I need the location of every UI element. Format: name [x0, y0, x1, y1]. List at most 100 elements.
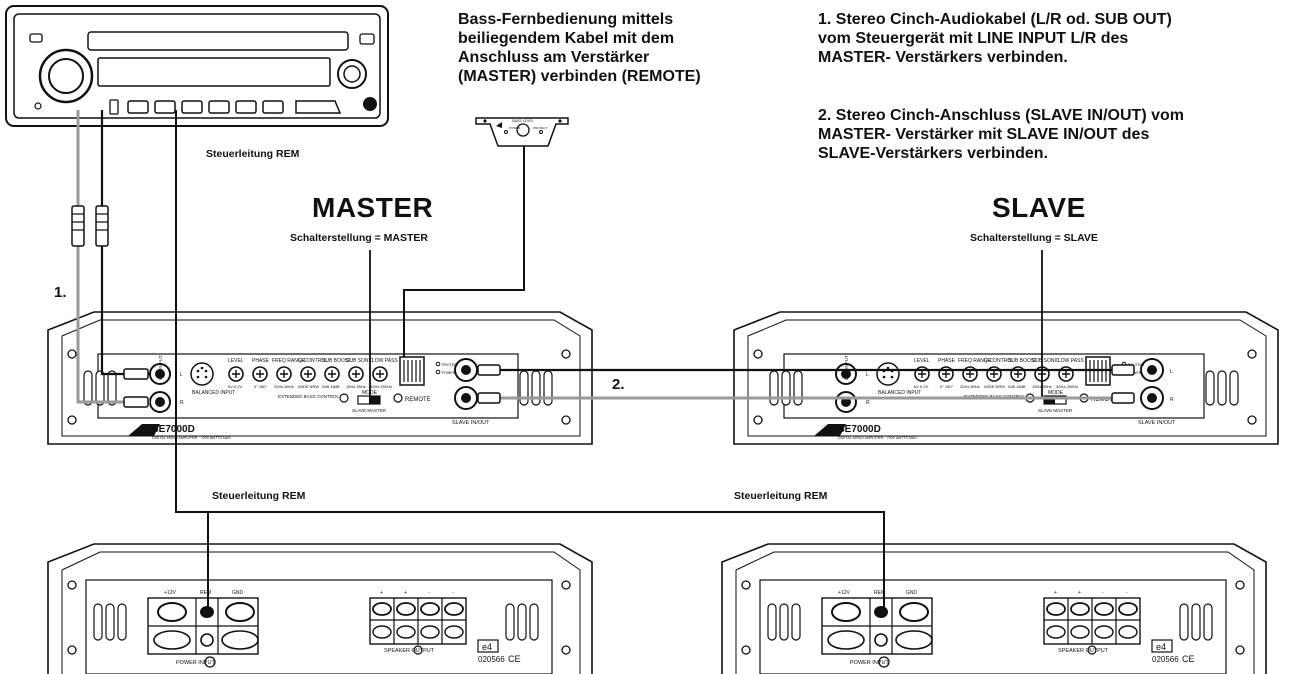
slave-amplifier-panel: [733, 311, 1279, 445]
remote-label: REMOTE: [405, 397, 431, 403]
protect-label: PROTECT: [442, 363, 460, 367]
rca-plug-icon: [71, 205, 109, 247]
step1-line-2: vom Steuergerät mit LINE INPUT L/R des: [818, 30, 1129, 47]
slave-inout-label: SLAVE IN/OUT: [452, 420, 490, 426]
master-switch-label: Schalterstellung = MASTER: [290, 232, 428, 244]
terminal-gnd-label: GND: [232, 590, 244, 596]
knob-q-title: Q-CONTROL: [298, 358, 328, 364]
knob-phase-range: 0° 180°: [254, 384, 268, 389]
knob-q-title: Q-CONTROL: [984, 358, 1014, 364]
mode-options-label: SLAVE MASTER: [352, 408, 387, 413]
knob-lowpass-title: LOW PASS: [1058, 358, 1084, 364]
cert-number: 020566: [478, 655, 505, 664]
balanced-input-label: BALANCED INPUT: [878, 390, 921, 396]
step2-line-2: MASTER- Verstärker mit SLAVE IN/OUT des: [818, 126, 1150, 143]
step2-line-1: 2. Stereo Cinch-Anschluss (SLAVE IN/OUT)…: [818, 107, 1184, 124]
knob-level-range: 6V 0.2V: [914, 384, 929, 389]
rca-plug-master-in-icon: [123, 368, 149, 408]
knob-level-title: LEVEL: [228, 358, 244, 364]
model-subtitle: DIGITAL MONO AMPLIFIER · 7000 WATTS MAX.: [838, 436, 918, 440]
knob-lowpass-range: 30Hz 250Hz: [1056, 384, 1078, 389]
protect-label: PROTECT: [1128, 363, 1146, 367]
power-input-label: POWER INPUT: [850, 660, 889, 666]
knob-q-range: WIDE NRW: [984, 384, 1005, 389]
line-input-label: LINE INPUT: [158, 355, 163, 380]
model-subtitle: DIGITAL MONO AMPLIFIER · 7000 WATTS MAX.: [152, 436, 232, 440]
remote-protect-label: PROTECT: [533, 126, 548, 130]
channel-r-label: R: [180, 400, 184, 406]
knob-phase-title: PHASE: [938, 358, 956, 364]
remote-cable-note: Bass-Fernbedienung mittels beiliegendem …: [458, 10, 701, 86]
speaker-sign-1: +: [380, 590, 383, 596]
remote-label: REMOTE: [1091, 397, 1117, 403]
slave-l-label: L: [1170, 369, 1173, 375]
preset-buttons: [127, 100, 342, 114]
speaker-sign-1: +: [1054, 590, 1057, 596]
speaker-sign-2: +: [404, 590, 407, 596]
knob-boost-range: 0dB 18dB: [322, 384, 340, 389]
mode-label: MODE: [1048, 390, 1064, 396]
mode-options-label: SLAVE MASTER: [1038, 408, 1073, 413]
terminal-gnd-label: GND: [906, 590, 918, 596]
knob-subsonic-range: 15Hz 55Hz: [346, 384, 366, 389]
step-2-note: 2. Stereo Cinch-Anschluss (SLAVE IN/OUT)…: [818, 106, 1184, 163]
speaker-output-label: SPEAKER OUTPUT: [1058, 648, 1109, 654]
master-title: MASTER: [312, 192, 434, 223]
model-logo: SE7000D: [152, 424, 195, 435]
speaker-sign-3: -: [1102, 590, 1104, 596]
extended-bass-label: EXTENDED BASS CONTROL: [278, 394, 340, 399]
slave-power-texts: +12V REM GND POWER INPUT + + - - SPEAKER…: [838, 590, 1195, 666]
speaker-sign-3: -: [428, 590, 430, 596]
speaker-sign-2: +: [1078, 590, 1081, 596]
remote-power-label: POWER: [509, 126, 521, 130]
master-panel-texts: LINE INPUT BALANCED INPUT LEVEL PHASE FR…: [152, 355, 490, 440]
rem-label-top: Steuerleitung REM: [206, 148, 300, 160]
remote-unit-label: BASS LEVEL: [512, 119, 533, 123]
power-led-label: POWER: [1128, 371, 1142, 375]
rca-plug-slave-link-icon: [477, 364, 1135, 404]
ce-mark-icon: CE: [508, 654, 521, 664]
rem-label-right: Steuerleitung REM: [734, 490, 828, 502]
knob-freq-range: 20Hz 80Hz: [960, 384, 980, 389]
knob-freq-title: FREQ RANGE: [958, 358, 992, 364]
knob-freq-range: 20Hz 80Hz: [274, 384, 294, 389]
power-led-label: POWER: [442, 371, 456, 375]
cert-mark-icon: e4: [482, 642, 492, 652]
remote-note-line-1: Bass-Fernbedienung mittels: [458, 11, 674, 28]
speaker-output-label: SPEAKER OUTPUT: [384, 648, 435, 654]
marker-step-1: 1.: [54, 284, 67, 301]
head-unit: [5, 5, 389, 127]
knob-lowpass-range: 30Hz 250Hz: [370, 384, 392, 389]
knob-lowpass-title: LOW PASS: [372, 358, 398, 364]
slave-title: SLAVE: [992, 192, 1086, 223]
slave-inout-label: SLAVE IN/OUT: [1138, 420, 1176, 426]
rem-label-left: Steuerleitung REM: [212, 490, 306, 502]
line-input-label: LINE INPUT: [844, 355, 849, 380]
knob-freq-title: FREQ RANGE: [272, 358, 306, 364]
master-amplifier-panel: [47, 311, 593, 445]
knob-q-range: WIDE NRW: [298, 384, 319, 389]
remote-note-line-3: Anschluss am Verstärker: [458, 49, 650, 66]
balanced-input-label: BALANCED INPUT: [192, 390, 235, 396]
knob-boost-title: SUB BOOST: [322, 358, 351, 364]
remote-note-line-4: (MASTER) verbinden (REMOTE): [458, 68, 701, 85]
cert-mark-icon: e4: [1156, 642, 1166, 652]
slave-power-panel: [721, 543, 1267, 674]
ce-mark-icon: CE: [1182, 654, 1195, 664]
remote-note-line-2: beiliegendem Kabel mit dem: [458, 30, 675, 47]
step2-line-3: SLAVE-Verstärkers verbinden.: [818, 145, 1049, 162]
model-logo: SE7000D: [838, 424, 881, 435]
master-power-texts: +12V REM GND POWER INPUT + + - - SPEAKER…: [164, 590, 521, 666]
channel-l-label: L: [180, 372, 183, 378]
master-power-panel: [47, 543, 593, 674]
knob-phase-range: 0° 180°: [940, 384, 954, 389]
power-input-label: POWER INPUT: [176, 660, 215, 666]
speaker-sign-4: -: [1126, 590, 1128, 596]
knob-phase-title: PHASE: [252, 358, 270, 364]
knob-boost-title: SUB BOOST: [1008, 358, 1037, 364]
knob-level-range: 6V 0.2V: [228, 384, 243, 389]
marker-step-2: 2.: [612, 376, 625, 393]
speaker-sign-4: -: [452, 590, 454, 596]
cert-number: 020566: [1152, 655, 1179, 664]
